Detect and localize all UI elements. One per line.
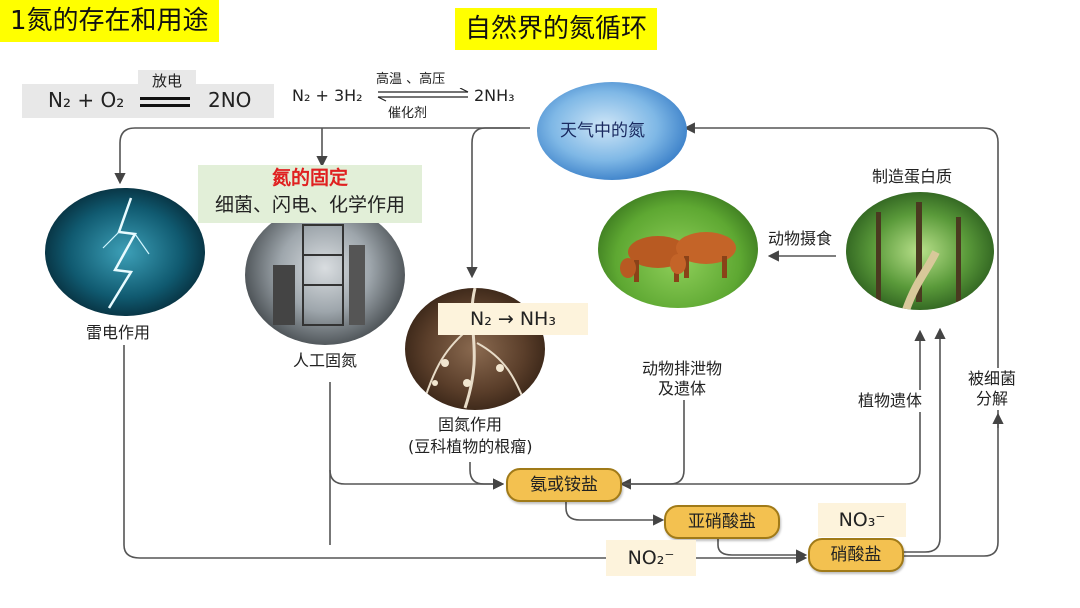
nitrate-node: 硝酸盐: [808, 538, 904, 572]
biological-label: 固氮作用: [438, 415, 503, 434]
lightning-image: [45, 188, 205, 316]
factory-image: [245, 205, 405, 345]
factory-icon: [273, 224, 365, 326]
nitrite-node: 亚硝酸盐: [664, 505, 780, 539]
plant-remains-label: 植物遗体: [858, 390, 923, 412]
biological-sublabel: (豆科植物的根瘤): [408, 437, 533, 456]
cow-icon: [620, 232, 736, 282]
conversion-label: N₂ → NH₃: [438, 303, 588, 335]
equation-right: 2NO: [208, 88, 252, 112]
fixation-title: 氮的固定: [271, 167, 348, 189]
diagram-title: 自然界的氮循环: [455, 8, 658, 50]
forest-image: [846, 192, 994, 310]
nitrogen-fixation-box: 氮的固定 细菌、闪电、化学作用: [198, 165, 422, 223]
animal-waste-label-2: 及遗体: [658, 379, 707, 398]
lightning-label: 雷电作用: [86, 323, 151, 342]
make-protein-label: 制造蛋白质: [872, 167, 953, 186]
equation-left: N₂ + O₂: [48, 88, 125, 112]
double-line-bottom: [140, 104, 190, 107]
nitrate-ion-label: NO₃⁻: [818, 503, 906, 537]
industrial-label: 人工固氮: [293, 351, 358, 370]
haber-condition-bottom: 催化剂: [388, 106, 428, 121]
haber-condition-top: 高温 、高压: [376, 72, 446, 87]
section-title: 1氮的存在和用途: [0, 0, 219, 42]
decompose-label-2: 分解: [976, 388, 1009, 410]
cows-image: [598, 190, 758, 308]
tree-icon: [876, 202, 961, 310]
lightning-bolt-icon: [102, 197, 150, 309]
haber-left: N₂ + 3H₂: [292, 86, 363, 105]
fixation-subtitle: 细菌、闪电、化学作用: [214, 194, 405, 216]
reversible-arrow: [377, 88, 469, 102]
ammonia-node: 氨或铵盐: [506, 468, 622, 502]
nitrite-ion-label: NO₂⁻: [606, 540, 696, 576]
decompose-label-1: 被细菌: [968, 368, 1017, 390]
double-line-top: [140, 97, 190, 100]
atmosphere-label: 天气中的氮: [560, 121, 645, 141]
animal-eating-label: 动物摄食: [768, 229, 833, 248]
atmosphere-image: [537, 82, 687, 180]
animal-waste-label-1: 动物排泄物: [642, 359, 723, 378]
equation-condition: 放电: [138, 70, 196, 92]
haber-right: 2NH₃: [474, 86, 515, 105]
